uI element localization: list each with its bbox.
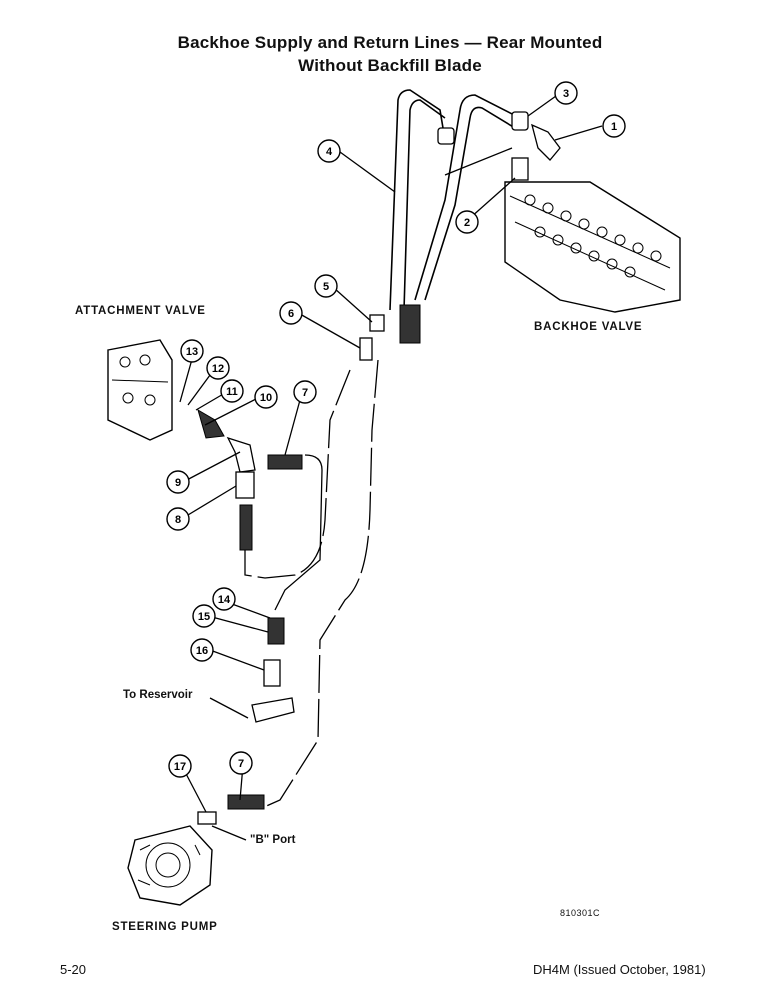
page-title-line-1: Backhoe Supply and Return Lines — Rear M…	[177, 33, 603, 52]
svg-text:16: 16	[196, 645, 208, 657]
svg-text:11: 11	[226, 386, 238, 398]
callout-7-upper: 7	[293, 380, 317, 404]
attachment-valve-label: ATTACHMENT VALVE	[75, 305, 206, 317]
backhoe-valve-drawing	[504, 181, 681, 313]
svg-text:13: 13	[186, 346, 198, 358]
callout-8: 8	[166, 507, 190, 531]
callout-11: 11	[220, 379, 244, 403]
figure-code: 810301C	[560, 908, 601, 918]
supply-return-lines	[197, 89, 561, 825]
svg-text:4: 4	[326, 146, 333, 158]
svg-text:3: 3	[563, 88, 569, 100]
svg-text:6: 6	[288, 308, 294, 320]
svg-text:14: 14	[218, 594, 231, 606]
callout-13: 13	[180, 339, 204, 363]
callout-14: 14	[212, 587, 236, 611]
callout-15: 15	[192, 604, 216, 628]
b-port-label: "B" Port	[250, 834, 296, 846]
svg-text:12: 12	[212, 363, 224, 375]
callout-7-lower: 7	[229, 751, 253, 775]
callout-1: 1	[602, 114, 626, 138]
svg-text:8: 8	[175, 514, 181, 526]
to-reservoir-label: To Reservoir	[123, 689, 193, 701]
steering-pump-drawing	[127, 825, 213, 906]
svg-text:2: 2	[464, 217, 470, 229]
page-title-line-2: Without Backfill Blade	[298, 56, 482, 75]
callout-16: 16	[190, 638, 214, 662]
document-reference: DH4M (Issued October, 1981)	[533, 962, 706, 977]
svg-text:1: 1	[611, 121, 617, 133]
svg-text:7: 7	[238, 758, 244, 770]
callout-3: 3	[554, 81, 578, 105]
svg-text:15: 15	[198, 611, 210, 623]
svg-text:17: 17	[174, 761, 186, 773]
callout-6: 6	[279, 301, 303, 325]
attachment-valve-drawing	[107, 339, 173, 441]
svg-text:7: 7	[302, 387, 308, 399]
backhoe-valve-label: BACKHOE VALVE	[534, 321, 643, 333]
svg-text:9: 9	[175, 477, 181, 489]
svg-text:10: 10	[260, 392, 272, 404]
callout-2: 2	[455, 210, 479, 234]
callout-12: 12	[206, 356, 230, 380]
page-number: 5-20	[60, 962, 87, 977]
steering-pump-label: STEERING PUMP	[112, 921, 218, 933]
callout-5: 5	[314, 274, 338, 298]
callout-10: 10	[254, 385, 278, 409]
svg-text:5: 5	[323, 281, 329, 293]
callout-9: 9	[166, 470, 190, 494]
callout-17: 17	[168, 754, 192, 778]
callout-4: 4	[317, 139, 341, 163]
